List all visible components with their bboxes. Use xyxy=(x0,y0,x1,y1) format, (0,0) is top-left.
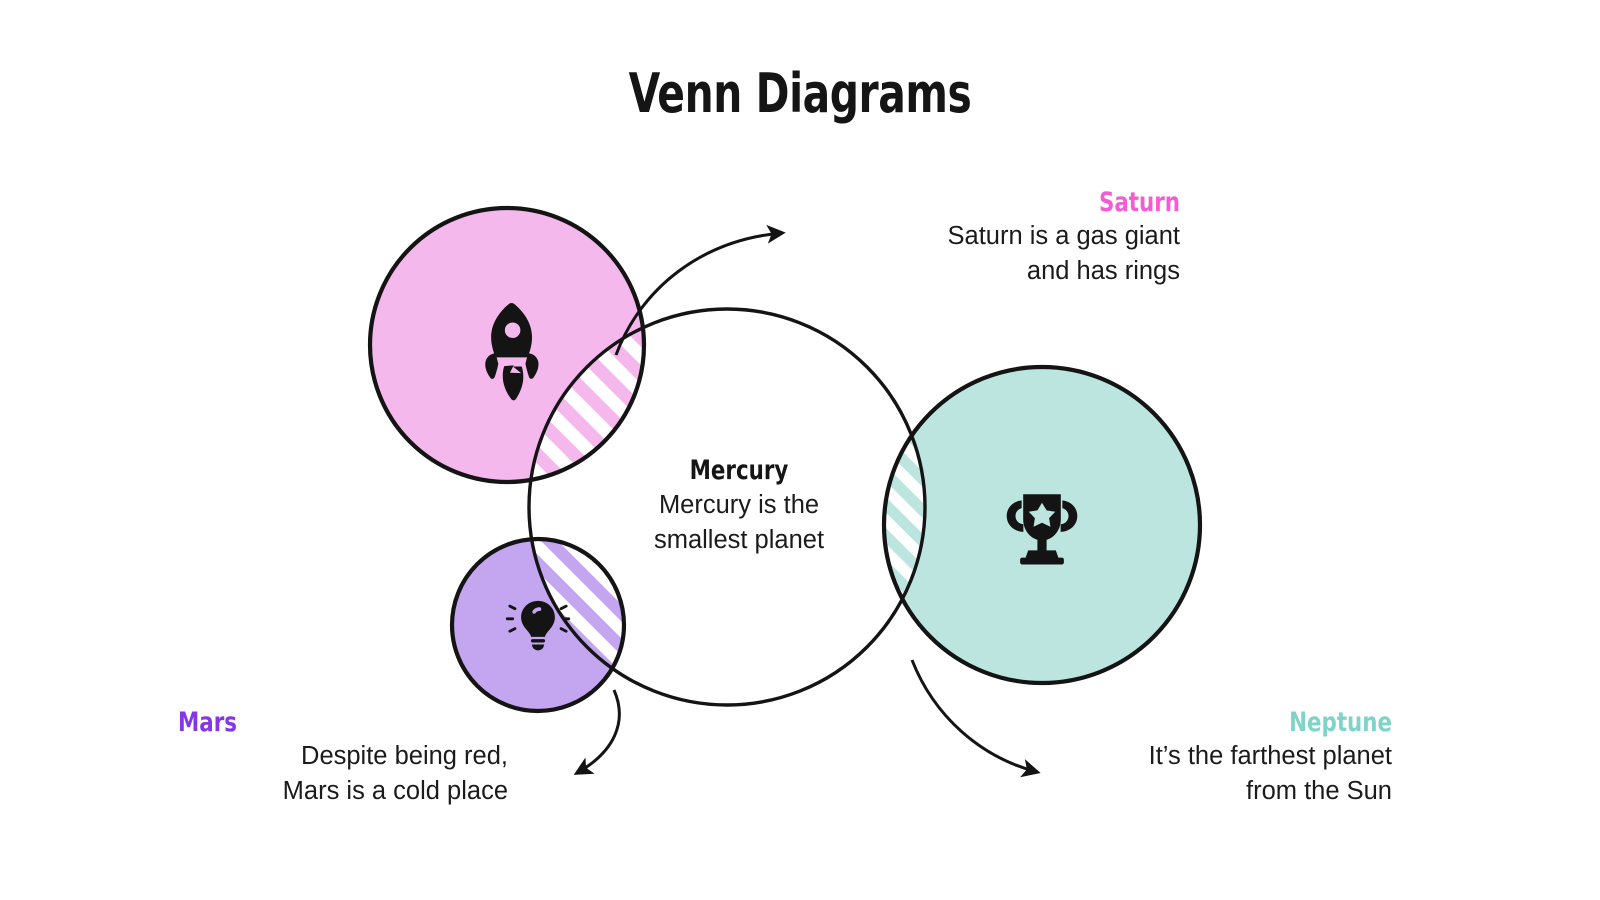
mercury-description: Mercury is the smallest planet xyxy=(653,491,825,554)
callout-mars: Mars Despite being red, Mars is a cold p… xyxy=(178,707,508,809)
saturn-label: Saturn xyxy=(1098,187,1180,218)
mercury-label: Mercury xyxy=(689,455,789,486)
neptune-circle-outline[interactable] xyxy=(881,364,1203,686)
callout-neptune: Neptune It’s the farthest planet from th… xyxy=(1052,707,1392,809)
arrow-to-mars xyxy=(573,689,621,775)
saturn-mercury-overlap xyxy=(529,309,644,482)
trophy-icon xyxy=(1006,494,1078,565)
neptune-description: It’s the farthest planet from the Sun xyxy=(1148,742,1392,805)
mars-circle-outline[interactable] xyxy=(449,536,627,714)
lightbulb-icon xyxy=(505,600,571,651)
saturn-circle-outline[interactable] xyxy=(367,205,647,485)
neptune-label: Neptune xyxy=(1289,707,1392,738)
callout-saturn: Saturn Saturn is a gas giant and has rin… xyxy=(840,187,1180,289)
page-title: Venn Diagrams xyxy=(628,62,972,125)
arrow-to-neptune xyxy=(910,659,1041,778)
rocket-icon xyxy=(485,302,539,401)
callout-mercury: Mercury Mercury is the smallest planet xyxy=(608,455,870,557)
saturn-description: Saturn is a gas giant and has rings xyxy=(947,222,1180,285)
arrow-to-saturn xyxy=(614,224,786,356)
mars-description: Despite being red, Mars is a cold place xyxy=(282,742,508,805)
mars-label: Mars xyxy=(178,707,237,738)
mercury-circle-outline[interactable] xyxy=(527,307,927,707)
